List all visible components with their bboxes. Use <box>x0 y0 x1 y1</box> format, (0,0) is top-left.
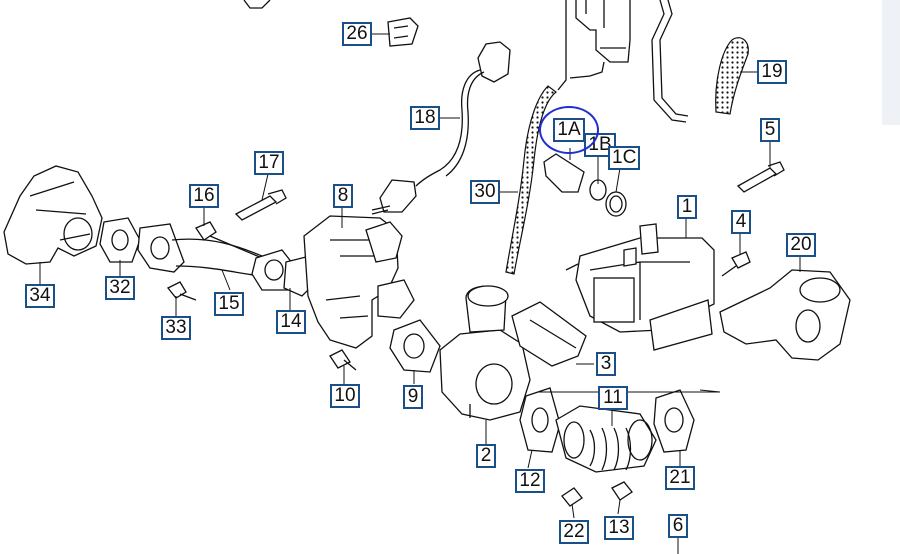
part-33-screw <box>166 281 197 301</box>
part-8-valve <box>303 215 415 349</box>
part-30-hose <box>505 85 557 275</box>
part-18-sensor <box>371 41 511 215</box>
highlight-circle-1a <box>539 106 599 154</box>
callout-6[interactable]: 6 <box>668 514 688 538</box>
part-2-throttle <box>439 285 531 421</box>
callout-30[interactable]: 30 <box>470 180 500 204</box>
callout-15[interactable]: 15 <box>214 292 244 316</box>
callout-33[interactable]: 33 <box>161 316 191 340</box>
part-26-clip <box>387 17 419 47</box>
callout-10[interactable]: 10 <box>330 384 360 408</box>
side-panel-strip <box>882 0 900 125</box>
part-11-flexpipe <box>555 405 657 473</box>
callout-20[interactable]: 20 <box>786 233 816 257</box>
callout-13[interactable]: 13 <box>604 516 634 540</box>
callout-1c[interactable]: 1C <box>608 146 640 170</box>
callout-5[interactable]: 5 <box>760 118 780 142</box>
callout-1[interactable]: 1 <box>677 195 697 219</box>
leader-lines <box>39 33 801 554</box>
part-20-flange <box>719 269 851 361</box>
part-22-13-screws <box>561 481 633 507</box>
callout-9[interactable]: 9 <box>403 385 423 409</box>
part-15-pipe <box>137 223 263 277</box>
part-9-gasket <box>389 319 441 373</box>
callout-16[interactable]: 16 <box>189 184 219 208</box>
callout-4[interactable]: 4 <box>731 210 751 234</box>
part-32-gasket <box>99 217 141 263</box>
part-17-bolt <box>234 189 287 221</box>
callout-34[interactable]: 34 <box>25 284 55 308</box>
part-clip-top <box>243 0 271 9</box>
callout-18[interactable]: 18 <box>410 106 440 130</box>
part-1-cooler <box>565 223 715 351</box>
part-4-screw <box>721 251 751 277</box>
callout-14[interactable]: 14 <box>276 310 306 334</box>
callout-21[interactable]: 21 <box>665 466 695 490</box>
callout-3[interactable]: 3 <box>596 352 616 376</box>
part-3-gasket <box>511 301 587 367</box>
callout-26[interactable]: 26 <box>342 22 372 46</box>
callout-2[interactable]: 2 <box>476 444 496 468</box>
part-21-gasket <box>653 389 695 453</box>
callout-32[interactable]: 32 <box>105 276 135 300</box>
callout-11[interactable]: 11 <box>598 386 628 410</box>
callout-22[interactable]: 22 <box>559 520 589 544</box>
part-5-bolt <box>736 161 785 193</box>
part-19-hose <box>715 37 749 115</box>
part-10-screw <box>329 349 357 371</box>
callout-8[interactable]: 8 <box>333 184 353 208</box>
part-34-elbow <box>3 165 103 265</box>
part-vacuum-unit <box>557 0 689 123</box>
part-12-gasket <box>519 387 561 453</box>
callout-19[interactable]: 19 <box>757 60 787 84</box>
callout-12[interactable]: 12 <box>515 469 545 493</box>
callout-17[interactable]: 17 <box>254 151 284 175</box>
